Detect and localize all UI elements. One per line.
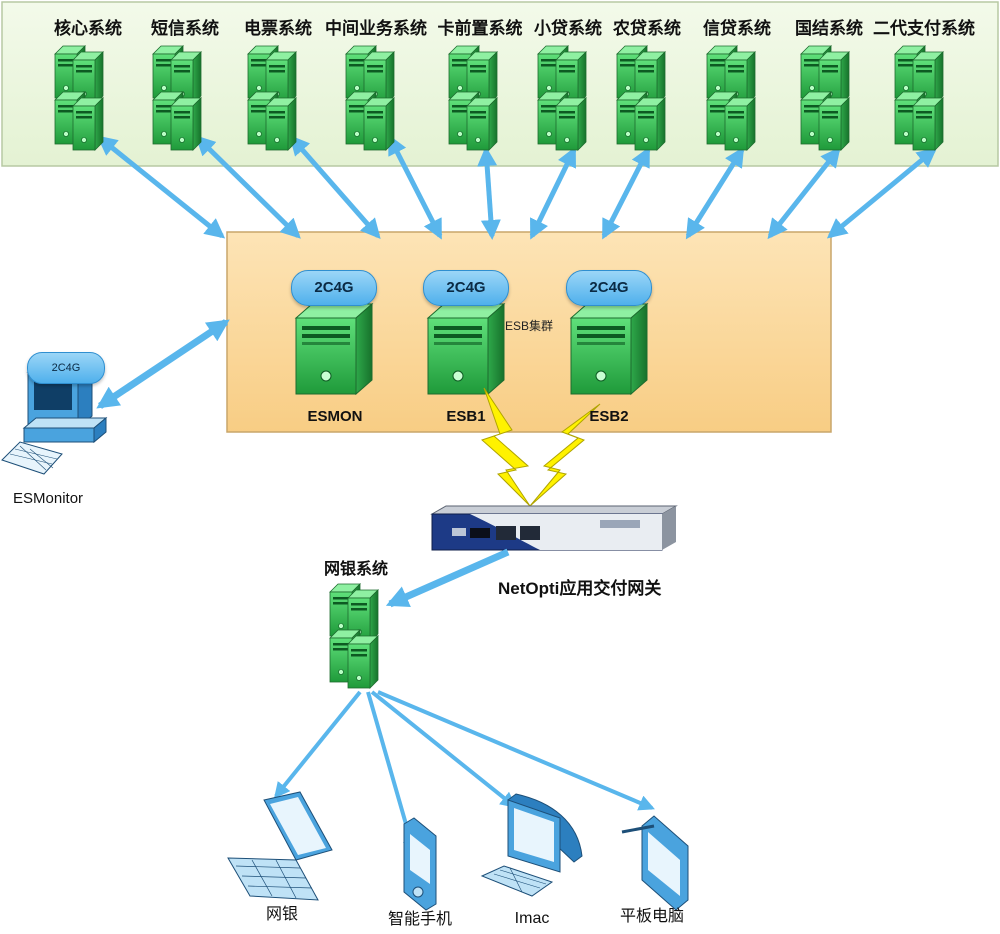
system-label: 核心系统	[54, 19, 122, 38]
client-label: 网银	[265, 906, 299, 923]
server-stack-icon	[449, 46, 497, 150]
monitor-link	[96, 319, 230, 409]
netbank-server-stack-icon	[330, 584, 378, 688]
system-label: 电票系统	[244, 19, 312, 38]
server-stack-icon	[617, 46, 665, 150]
system-label: 中间业务系统	[325, 19, 427, 38]
client-links	[273, 690, 655, 856]
monitor-label: ESMonitor	[13, 490, 84, 507]
system-label: 小贷系统	[534, 19, 602, 38]
gateway-label: NetOpti应用交付网关	[498, 579, 662, 598]
laptop-icon	[227, 791, 333, 901]
spec-badge: 2C4G	[423, 270, 509, 306]
client-label: 智能手机	[387, 911, 453, 928]
spec-badge: 2C4G	[291, 270, 377, 306]
server-stack-icon	[895, 46, 943, 150]
client-label: 平板电脑	[619, 908, 685, 925]
cluster-label: ESB集群	[505, 319, 554, 333]
gateway-netbank-link	[385, 548, 510, 608]
imac-icon	[480, 793, 583, 897]
smartphone-icon	[403, 817, 437, 911]
server-stack-icon	[55, 46, 103, 150]
esb2-server-icon	[570, 303, 648, 395]
client-label: Imac	[514, 910, 550, 927]
server-name: ESB2	[589, 408, 629, 425]
system-label: 信贷系统	[703, 19, 771, 38]
server-name: ESB1	[446, 408, 486, 425]
server-stack-icon	[538, 46, 586, 150]
server-stack-icon	[153, 46, 201, 150]
system-label: 农贷系统	[613, 19, 681, 38]
system-label: 国结系统	[795, 19, 863, 38]
gateway-appliance-icon	[430, 505, 678, 551]
system-label: 卡前置系统	[437, 19, 523, 38]
server-name: ESMON	[307, 408, 363, 425]
server-stack-icon	[801, 46, 849, 150]
server-stack-icon	[248, 46, 296, 150]
tablet-icon	[621, 815, 689, 911]
monitor-spec-badge: 2C4G	[27, 352, 105, 384]
esb1-server-icon	[427, 303, 505, 395]
server-stack-icon	[346, 46, 394, 150]
system-label: 二代支付系统	[873, 19, 975, 38]
system-label: 短信系统	[151, 19, 219, 38]
netbank-label: 网银系统	[324, 561, 389, 578]
esmon-server-icon	[295, 303, 373, 395]
system-links	[96, 134, 938, 240]
server-stack-icon	[707, 46, 755, 150]
spec-badge: 2C4G	[566, 270, 652, 306]
